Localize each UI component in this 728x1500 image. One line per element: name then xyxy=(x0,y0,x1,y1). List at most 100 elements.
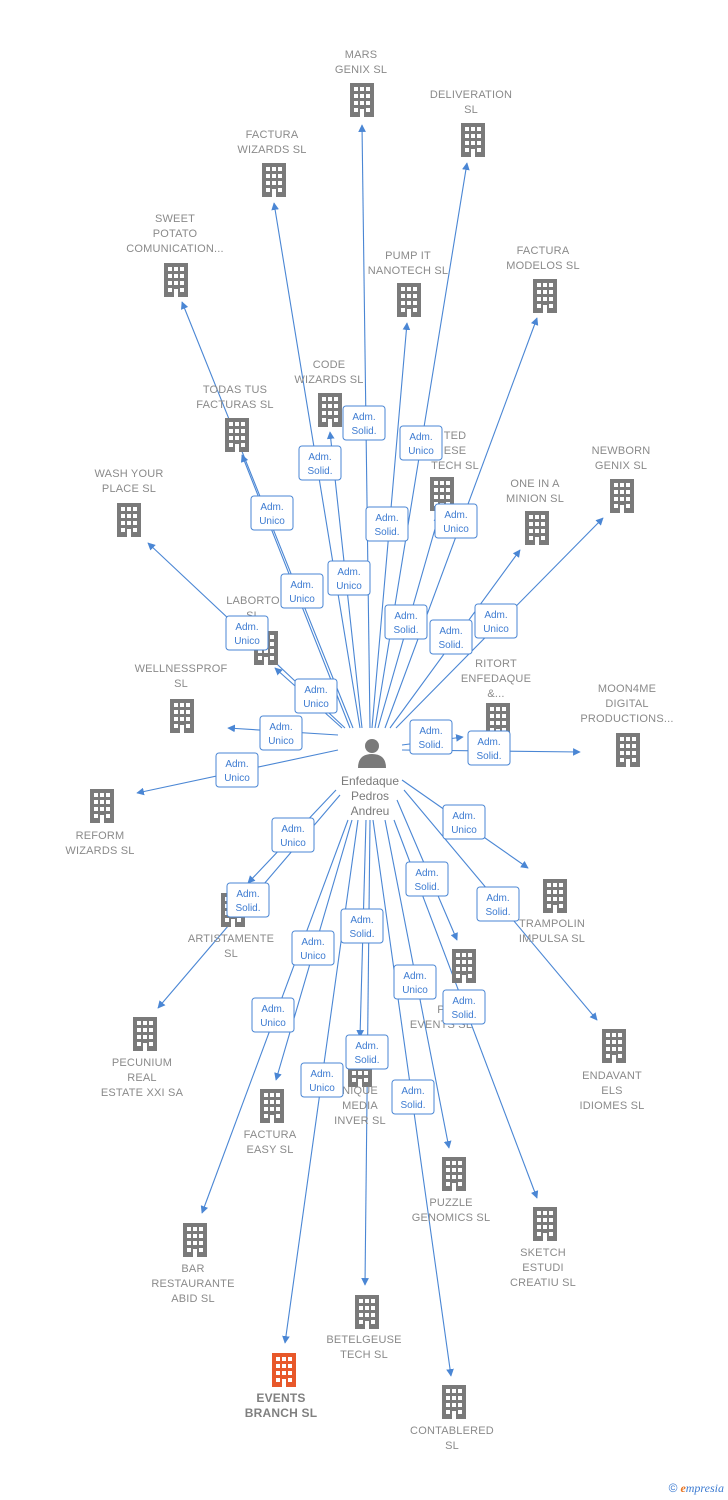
role-badge[interactable]: Adm.Unico xyxy=(434,503,478,539)
role-badge-text: Solid. xyxy=(235,903,260,914)
role-badge[interactable]: Adm.Unico xyxy=(225,615,269,651)
company-node-ritort-enfedaque[interactable]: RITORTENFEDAQUE&... xyxy=(461,658,531,737)
role-badge[interactable]: Adm.Solid. xyxy=(467,730,511,766)
role-badge-box xyxy=(365,506,409,542)
role-badge-text: Adm. xyxy=(308,452,331,463)
role-badge[interactable]: Adm.Unico xyxy=(300,1062,344,1098)
company-label-line: ABID SL xyxy=(171,1293,215,1305)
company-label-line: GENIX SL xyxy=(595,460,647,472)
company-label-line: BRANCH SL xyxy=(245,1406,317,1420)
role-badge[interactable]: Adm.Solid. xyxy=(298,445,342,481)
role-badge[interactable]: Adm.Unico xyxy=(442,804,486,840)
role-badge[interactable]: Adm.Solid. xyxy=(342,405,386,441)
building-icon xyxy=(442,1385,466,1419)
role-badge[interactable]: Adm.Unico xyxy=(259,715,303,751)
role-badge[interactable]: Adm.Unico xyxy=(294,678,338,714)
role-badge-text: Solid. xyxy=(400,1100,425,1111)
role-badge[interactable]: Adm.Unico xyxy=(215,752,259,788)
role-badge[interactable]: Adm.Unico xyxy=(271,817,315,853)
company-label-line: TED xyxy=(444,430,467,442)
role-badge[interactable]: Adm.Unico xyxy=(474,603,518,639)
role-badge[interactable]: Adm.Unico xyxy=(280,573,324,609)
role-badge[interactable]: Adm.Solid. xyxy=(345,1034,389,1070)
role-badge-text: Adm. xyxy=(439,626,462,637)
building-icon xyxy=(318,393,342,427)
building-icon xyxy=(616,733,640,767)
role-badge[interactable]: Adm.Solid. xyxy=(391,1079,435,1115)
role-badge[interactable]: Adm.Solid. xyxy=(476,886,520,922)
role-badge[interactable]: Adm.Solid. xyxy=(409,719,453,755)
role-badge-text: Unico xyxy=(268,736,294,747)
role-badge[interactable]: Adm.Unico xyxy=(251,997,295,1033)
role-badge-box xyxy=(434,503,478,539)
building-icon xyxy=(533,279,557,313)
role-badge-text: Unico xyxy=(289,594,315,605)
company-label-line: ESTATE XXI SA xyxy=(101,1087,184,1099)
role-badge-text: Adm. xyxy=(409,432,432,443)
role-badge[interactable]: Adm.Solid. xyxy=(405,861,449,897)
company-label-line: SL xyxy=(445,1440,459,1452)
role-badge-text: Adm. xyxy=(477,737,500,748)
role-badge[interactable]: Adm.Unico xyxy=(393,964,437,1000)
company-label-line: ESTUDI xyxy=(522,1262,564,1274)
company-label-line: ESE xyxy=(444,445,467,457)
role-badge-text: Unico xyxy=(259,516,285,527)
role-badge[interactable]: Adm.Unico xyxy=(327,560,371,596)
company-node-sweet-potato[interactable]: SWEETPOTATOCOMUNICATION... xyxy=(126,213,224,297)
role-badge[interactable]: Adm.Solid. xyxy=(442,989,486,1025)
company-label-line: COMUNICATION... xyxy=(126,243,224,255)
company-node-contablered[interactable]: CONTABLERED SL xyxy=(410,1385,494,1452)
company-label-line: REFORM xyxy=(76,830,125,842)
company-label-line: CONTABLERED xyxy=(410,1425,494,1437)
role-badge[interactable]: Adm.Solid. xyxy=(340,908,384,944)
center-label-line-2: Pedros xyxy=(351,789,389,803)
center-person[interactable]: Enfedaque Pedros Andreu xyxy=(341,739,399,818)
company-label-line: EASY SL xyxy=(246,1144,293,1156)
role-badge-text: Unico xyxy=(300,951,326,962)
role-badge-box xyxy=(476,886,520,922)
role-badge[interactable]: Adm.Solid. xyxy=(384,604,428,640)
company-label-line: DELIVERATION xyxy=(430,89,512,101)
role-badge[interactable]: Adm.Unico xyxy=(291,930,335,966)
role-badge[interactable]: Adm.Unico xyxy=(250,495,294,531)
company-label-line: ELS xyxy=(601,1085,622,1097)
role-badge-text: Solid. xyxy=(351,426,376,437)
role-badge-text: Adm. xyxy=(419,726,442,737)
building-icon xyxy=(525,511,549,545)
role-badge-text: Unico xyxy=(280,838,306,849)
company-label-line: TECH SL xyxy=(340,1349,388,1361)
role-badge[interactable]: Adm.Solid. xyxy=(429,619,473,655)
role-badge[interactable]: Adm.Solid. xyxy=(365,506,409,542)
role-badge-text: Adm. xyxy=(444,510,467,521)
role-badge[interactable]: Adm.Unico xyxy=(399,425,443,461)
copyright-symbol: © xyxy=(668,1481,678,1495)
company-node-moon4me[interactable]: MOON4MEDIGITALPRODUCTIONS... xyxy=(580,683,673,767)
role-badge[interactable]: Adm.Solid. xyxy=(226,882,270,918)
company-label-line: RITORT xyxy=(475,658,517,670)
company-label-line: FACTURAS SL xyxy=(196,399,273,411)
